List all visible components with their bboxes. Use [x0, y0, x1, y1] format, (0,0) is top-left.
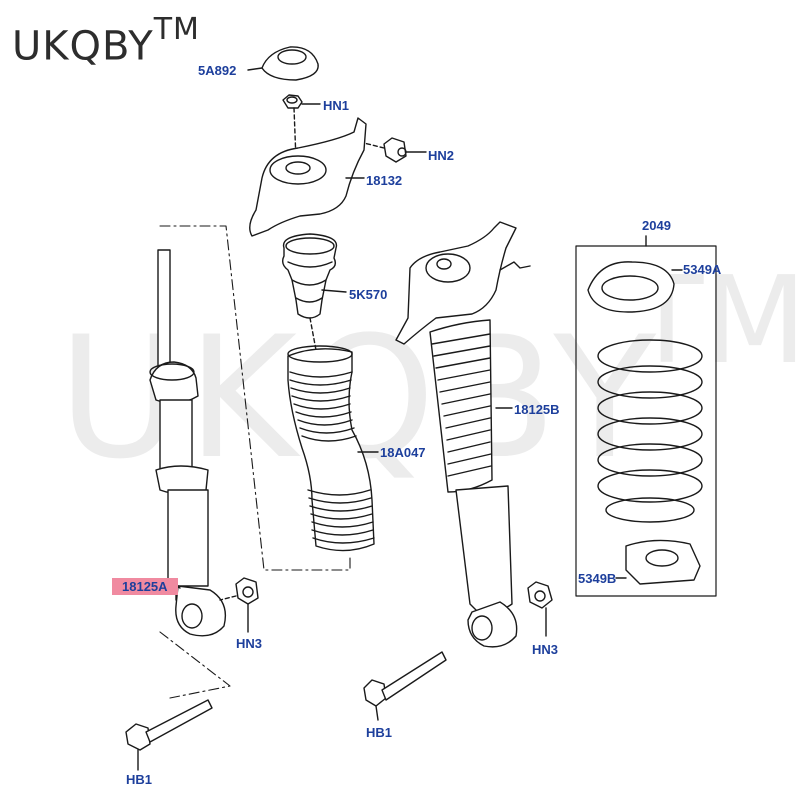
coil-spring-2049 [575, 235, 717, 597]
mount-cap-5A892 [247, 46, 319, 81]
shock-absorber-18125B [395, 221, 531, 648]
brand-logo: UKQBYTM [12, 12, 200, 70]
label-18132: 18132 [366, 173, 403, 188]
shock-absorber-18125A [149, 249, 227, 637]
bolt-HB1-left [125, 699, 213, 771]
nut-HN3-left [219, 577, 259, 633]
bolt-HN2 [359, 137, 427, 163]
assembly-leader-lines [159, 225, 351, 699]
label-5A892: 5A892 [198, 63, 237, 78]
label-2049: 2049 [642, 218, 671, 233]
label-18125A-highlighted: 18125A [112, 578, 178, 595]
label-5K570: 5K570 [349, 287, 388, 302]
nut-HN3-right [527, 581, 553, 637]
label-HN1: HN1 [323, 98, 350, 113]
label-18A047: 18A047 [380, 445, 426, 460]
bump-stop-5K570 [281, 233, 347, 351]
label-5349B: 5349B [578, 571, 617, 586]
label-HB1-left: HB1 [126, 772, 153, 787]
label-HN2: HN2 [428, 148, 455, 163]
label-18125B: 18125B [514, 402, 560, 417]
dust-boot-18A047 [287, 345, 379, 552]
label-HN3-right: HN3 [532, 642, 559, 657]
bolt-HB1-right [363, 651, 447, 721]
top-mount-bracket-18132 [249, 117, 367, 237]
label-HB1-right: HB1 [366, 725, 393, 740]
label-5349A: 5349A [683, 262, 722, 277]
label-HN3-left: HN3 [236, 636, 263, 651]
